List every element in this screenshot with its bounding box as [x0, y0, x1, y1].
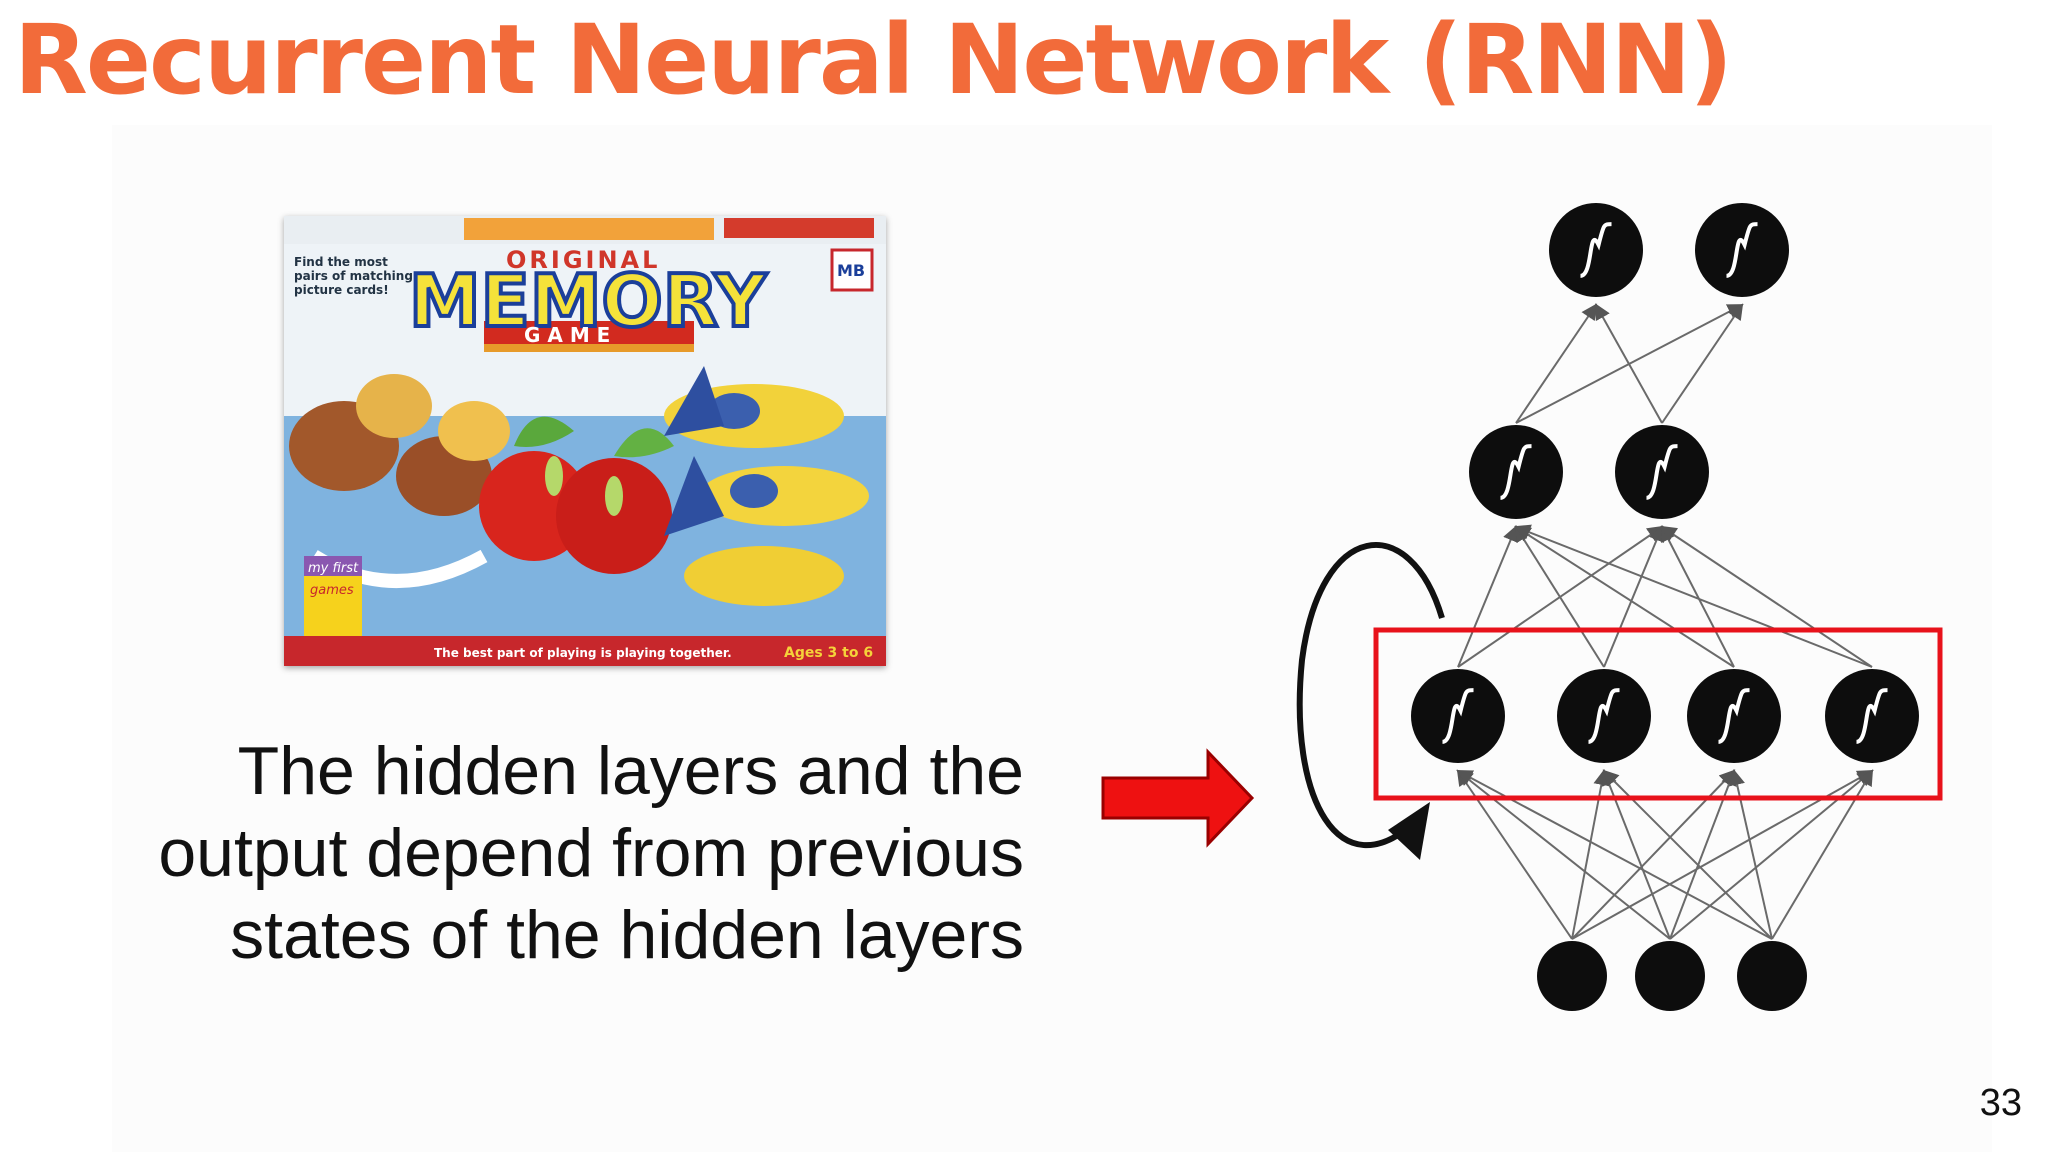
input-node — [1537, 941, 1607, 1011]
box-hint-line-3: picture cards! — [294, 283, 389, 297]
input-node — [1737, 941, 1807, 1011]
hidden_recurrent-node — [1687, 669, 1781, 763]
slide-caption: The hidden layers and the output depend … — [120, 730, 1024, 976]
hidden_recurrent-node — [1411, 669, 1505, 763]
box-brand-badge: MB — [837, 261, 865, 280]
caption-line-2: output depend from previous — [158, 815, 1024, 891]
box-hint-line-2: pairs of matching — [294, 269, 413, 283]
network-edge — [1515, 303, 1598, 424]
box-game-label: G A M E — [524, 323, 610, 347]
input-node — [1635, 941, 1705, 1011]
page-number: 33 — [1979, 1082, 2022, 1124]
network-edge — [1661, 303, 1744, 424]
recurrent-loop-arrow — [1296, 542, 1445, 848]
sigmoid-icon — [1717, 688, 1750, 744]
sigmoid-icon — [1645, 444, 1678, 500]
network-edge — [1514, 525, 1735, 668]
network-edge — [1661, 525, 1735, 668]
sigmoid-icon — [1587, 688, 1620, 744]
rnn-network-diagram — [1296, 203, 1943, 1011]
arrow-shape — [1101, 748, 1255, 848]
recurrent-loop-arrowhead — [1388, 802, 1430, 860]
box-kids-badge-line-1: my first — [308, 561, 359, 576]
hidden_recurrent-node — [1825, 669, 1919, 763]
box-age-label: Ages 3 to 6 — [784, 645, 873, 661]
box-tagline: The best part of playing is playing toge… — [434, 646, 732, 660]
sigmoid-icon — [1855, 688, 1888, 744]
caption-line-3: states of the hidden layers — [230, 897, 1024, 973]
sigmoid-icon — [1499, 444, 1532, 500]
hidden_top-node — [1615, 425, 1709, 519]
box-memory-logo: MEMORY — [409, 259, 767, 343]
box-hint-line-1: Find the most — [294, 255, 388, 269]
network-edge — [1660, 525, 1873, 668]
right-arrow-icon — [1101, 748, 1255, 848]
box-original-label: ORIGINAL — [506, 246, 660, 274]
sigmoid-icon — [1725, 222, 1758, 278]
output-node — [1549, 203, 1643, 297]
sigmoid-icon — [1579, 222, 1612, 278]
sigmoid-icon — [1441, 688, 1474, 744]
caption-line-1: The hidden layers and the — [237, 733, 1024, 809]
network-edges — [1456, 303, 1874, 940]
network-edge — [1514, 525, 1605, 668]
network-nodes — [1411, 203, 1919, 1011]
network-edge — [1595, 303, 1663, 424]
hidden_top-node — [1469, 425, 1563, 519]
network-edge — [1603, 525, 1665, 668]
memory-game-box-image: Find the most pairs of matching picture … — [284, 216, 886, 666]
box-kids-badge-line-2: games — [310, 583, 354, 598]
recurrent-layer-highlight — [1373, 627, 1943, 801]
network-edge — [1514, 524, 1873, 668]
slide-title: Recurrent Neural Network (RNN) — [14, 4, 1733, 116]
hidden_recurrent-node — [1557, 669, 1651, 763]
network-edge — [1457, 525, 1519, 668]
output-node — [1695, 203, 1789, 297]
memory-game-box-art: Find the most pairs of matching picture … — [284, 216, 886, 666]
